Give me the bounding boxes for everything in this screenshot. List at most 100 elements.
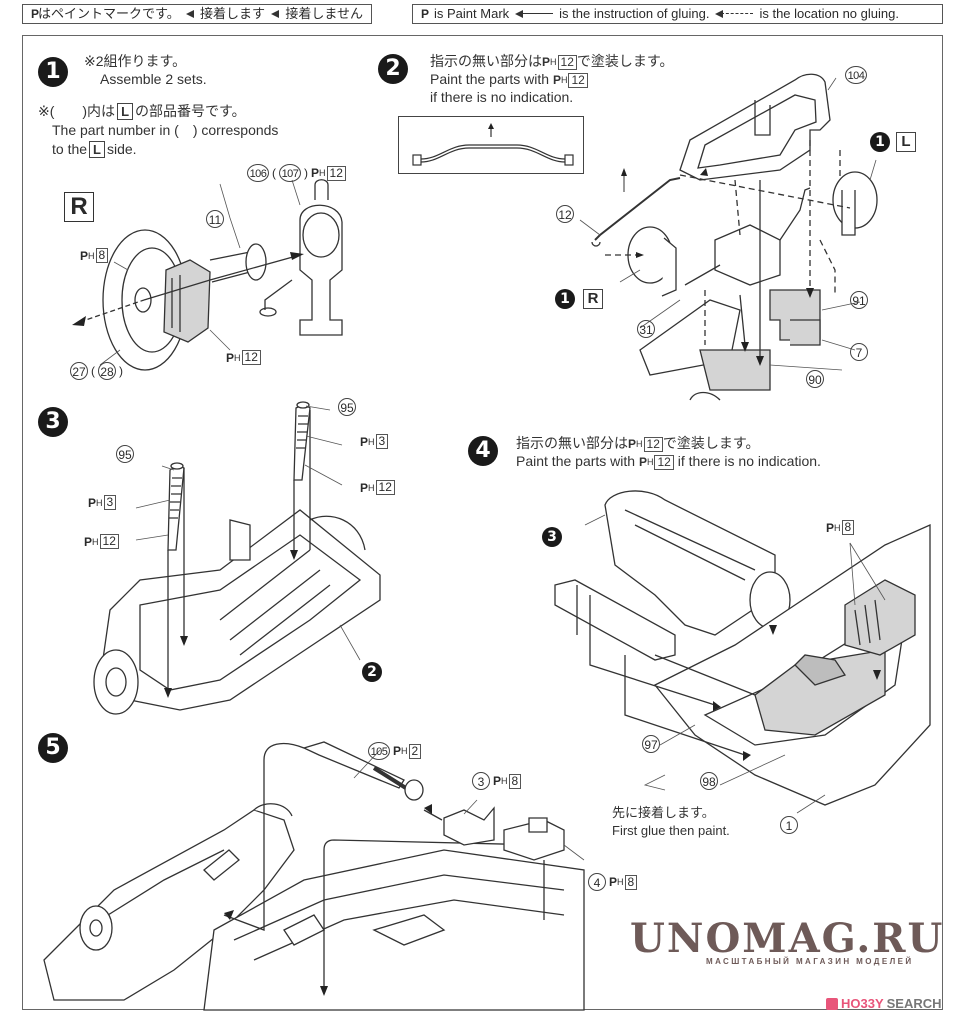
side-tag: R: [583, 289, 603, 309]
note-text: Paint the parts with: [430, 71, 550, 87]
glue-arrow-icon: [185, 9, 195, 19]
part-number: 105: [368, 742, 390, 760]
part-number: 11: [206, 210, 224, 228]
right-side-label: R: [64, 192, 94, 222]
step-2-note-en-2: if there is no indication.: [430, 89, 574, 105]
step-ref-badge: 2: [362, 662, 382, 682]
part-label-97: 97: [642, 735, 660, 753]
side-l-tag: L: [117, 103, 134, 120]
part-number-alt: 28: [98, 362, 116, 380]
credit-search: SEARCH: [886, 996, 942, 1011]
part-number-alt: 107: [279, 164, 301, 182]
part-number: 27: [70, 362, 88, 380]
step-ref-badge: 3: [542, 527, 562, 547]
part-number: 91: [850, 291, 868, 309]
paren-note-en-prefix: to the: [52, 141, 88, 157]
steering-rack: [204, 850, 239, 880]
arrow-head-icon: [72, 316, 86, 326]
part-number: 97: [642, 735, 660, 753]
tunnel-98: [845, 580, 915, 655]
step-5-diagram: [24, 730, 604, 1010]
part-label-7: 7: [850, 343, 868, 361]
part-label-95-right: 95: [338, 398, 356, 416]
step-number-badge: 4: [468, 436, 498, 466]
mount-7: [790, 320, 820, 345]
glue-note-jp: 先に接着します。: [612, 805, 715, 820]
step-number-badge: 1: [38, 57, 68, 87]
note-text: で塗装します。: [662, 435, 760, 451]
part-label-90: 90: [806, 370, 824, 388]
step-3-diagram: [80, 400, 400, 720]
front-hub: [80, 906, 112, 950]
legend-paint-mark-text: はペイントマークです。: [38, 6, 180, 21]
part-number: 90: [806, 370, 824, 388]
part-number: 98: [700, 772, 718, 790]
part-number: 95: [116, 445, 134, 463]
step-number-badge: 3: [38, 407, 68, 437]
note-text: 指示の無い部分は: [516, 435, 628, 451]
glue-note-en: First glue then paint.: [612, 823, 730, 838]
credit-hobby: HO33Y: [841, 996, 884, 1011]
step-number-badge: 5: [38, 733, 68, 763]
legend-english: P is Paint Mark is the instruction of gl…: [412, 4, 943, 24]
part-label-95-left: 95: [116, 445, 134, 463]
step-ref-badge: 1: [555, 289, 575, 309]
hub-pin: [210, 252, 250, 282]
no-glue-arrow-icon: [271, 9, 280, 19]
part-number: 106: [247, 164, 269, 182]
part-label-27-28: 27(28): [70, 362, 123, 380]
part-number: 7: [850, 343, 868, 361]
front-subassembly: [605, 491, 775, 635]
stabilizer-12: [595, 178, 680, 240]
note-text: で塗装します。: [576, 53, 674, 69]
watermark-title: UNOMAG.RU: [630, 915, 945, 962]
paren-note-en-1: The part number in ( ) corresponds: [52, 122, 279, 138]
note-text: 指示の無い部分は: [430, 53, 542, 69]
part-number: 104: [845, 66, 867, 84]
note-text: Paint the parts with: [516, 453, 636, 469]
steering-box-3: [444, 808, 494, 845]
side-tag: L: [896, 132, 916, 152]
part-label-1: 1: [780, 816, 798, 834]
part-label-11: 11: [206, 210, 224, 228]
watermark-subtitle: МАСШТАБНЫЙ МАГАЗИН МОДЕЛЕЙ: [706, 957, 914, 966]
step-1-diagram: [72, 160, 360, 380]
legend-no-glue-text: 接着しません: [285, 6, 363, 21]
legend-no-glue-text: is the location no gluing.: [759, 6, 899, 21]
part-label-104: 104: [845, 66, 867, 84]
paint-mark-symbol: P: [421, 7, 429, 21]
part-number: 3: [472, 772, 490, 790]
part-number: 1: [780, 816, 798, 834]
knuckle-upright: [300, 205, 342, 335]
paren-note-en-suffix: side.: [106, 141, 137, 157]
paren-note-jp-prefix: ※( )内は: [38, 103, 116, 119]
step-number-badge: 2: [378, 54, 408, 84]
legend-glue-text: 接着します: [200, 6, 266, 21]
step-2-diagram: [580, 60, 920, 420]
